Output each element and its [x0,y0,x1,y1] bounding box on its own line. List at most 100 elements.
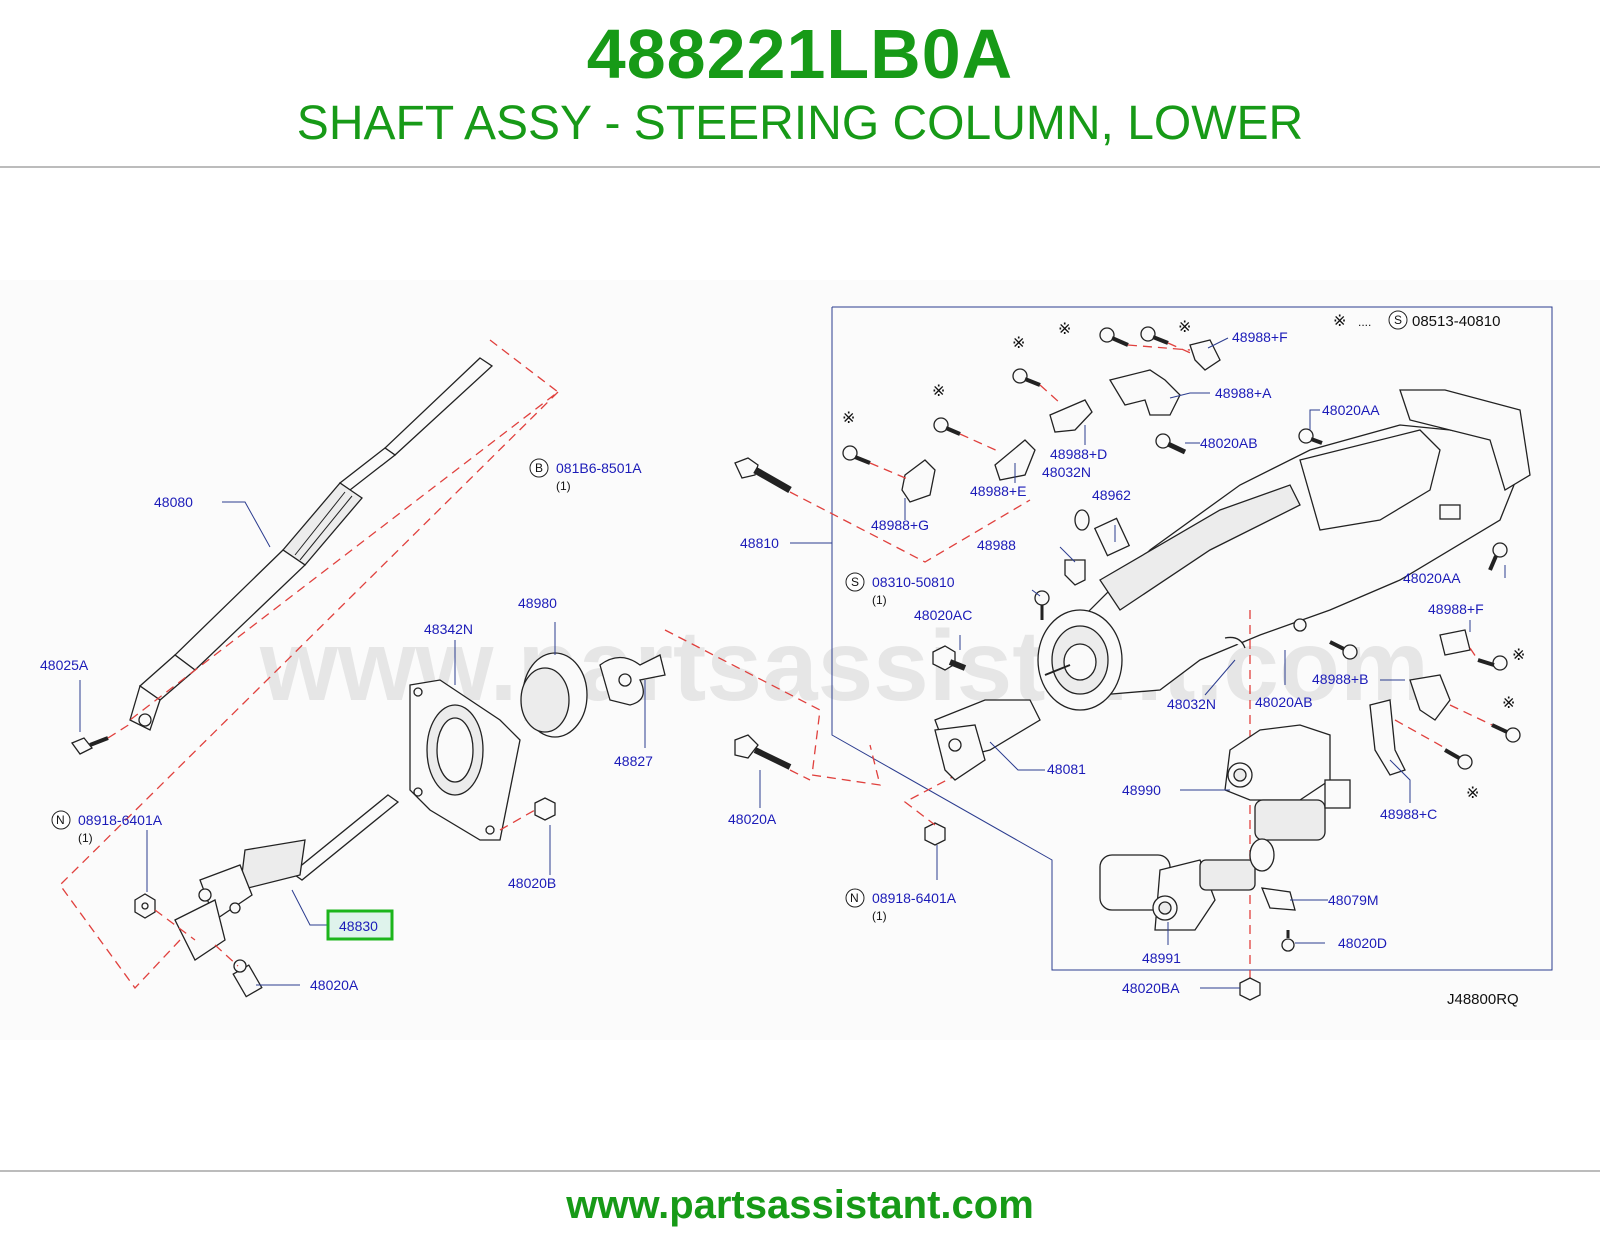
label-48020AB-mid[interactable]: 48020AB [1255,694,1313,710]
legend-part-number: 08513-40810 [1412,313,1500,330]
label-48342N[interactable]: 48342N [424,621,473,637]
lower-shaft-dash-loop [59,391,559,990]
label-08918-6401A-left[interactable]: 08918-6401A [78,812,163,828]
label-48988F-right[interactable]: 48988+F [1428,601,1484,617]
right-brackets [1329,629,1521,776]
label-48020D[interactable]: 48020D [1338,935,1387,951]
label-48988B[interactable]: 48988+B [1312,671,1368,687]
label-48962[interactable]: 48962 [1092,487,1131,503]
label-48810[interactable]: 48810 [740,535,779,551]
star-icon: ※ [1012,333,1025,352]
label-48032N-mid[interactable]: 48032N [1167,696,1216,712]
seal-housing-48342N [409,679,521,841]
circle-letter-S: S [851,575,859,589]
exploded-parts-diagram: www.partsassistant.com [0,280,1600,1040]
nut-08918-left [134,893,156,919]
nut-48020BA [1239,977,1261,1001]
label-48988G[interactable]: 48988+G [871,517,929,533]
nut-48020B [534,797,556,821]
label-48988A[interactable]: 48988+A [1215,385,1272,401]
label-48025A[interactable]: 48025A [40,657,89,673]
bolt-081B6 [734,457,792,494]
label-48830[interactable]: 48830 [339,918,378,934]
label-48020AA-right[interactable]: 48020AA [1403,570,1461,586]
star-icon: ※ [1178,317,1191,336]
top-brackets [901,339,1221,503]
label-48079M[interactable]: 48079M [1328,892,1379,908]
upper-shaft-48080 [129,357,494,731]
nut-08918-mid [924,822,946,846]
star-icon: ※ [932,381,945,400]
qty-081B6: (1) [556,479,571,493]
label-48990[interactable]: 48990 [1122,782,1161,798]
leader-lines [79,337,1506,989]
right-dashes [1394,647,1493,749]
circle-letter-B: B [535,461,543,475]
qty-08918-mid: (1) [872,909,887,923]
header-divider [0,166,1600,168]
label-08918-6401A-mid[interactable]: 08918-6401A [872,890,957,906]
diagram-background [0,280,1600,1040]
bracket-48988 [1064,559,1086,586]
bolt-48020AC [932,645,967,671]
label-08310-50810[interactable]: 08310-50810 [872,574,955,590]
bracket-48079M [1260,887,1296,911]
label-48081[interactable]: 48081 [1047,761,1086,777]
label-48020AB-top[interactable]: 48020AB [1200,435,1258,451]
top-dashes [869,342,1196,481]
label-48020AC[interactable]: 48020AC [914,607,972,623]
star-icon: ※ [1502,693,1515,712]
legend: ※ .... S 08513-40810 [1333,310,1500,330]
steering-column-body [1037,389,1531,711]
diagram-code: J48800RQ [1447,991,1519,1008]
qty-08918-left: (1) [78,831,93,845]
bolt-48025A [70,736,109,755]
top-bolts [842,326,1508,571]
label-48980[interactable]: 48980 [518,595,557,611]
label-48020AA-top[interactable]: 48020AA [1322,402,1380,418]
label-48991[interactable]: 48991 [1142,950,1181,966]
highlight-box-48830[interactable] [326,909,394,941]
part-name-subtitle: SHAFT ASSY - STEERING COLUMN, LOWER [296,97,1304,150]
footer-website-link[interactable]: www.partsassistant.com [566,1183,1034,1227]
label-081B6-8501A[interactable]: 081B6-8501A [556,460,642,476]
column-assembly-frame [831,306,1553,971]
label-48988C[interactable]: 48988+C [1380,806,1437,822]
circled-references: B 081B6-8501A (1) S 08310-50810 (1) N 08… [51,458,957,923]
bolt-48020A-mid [734,734,792,770]
label-48020B[interactable]: 48020B [508,875,556,891]
label-48020A-bottom[interactable]: 48020A [310,977,359,993]
part-labels: 48080 48025A 48830 48020A 48342N 48980 4… [40,329,1484,996]
label-48032N-top[interactable]: 48032N [1042,464,1091,480]
label-48988D[interactable]: 48988+D [1050,446,1107,462]
legend-dots: .... [1358,315,1371,329]
boot-48980 [520,652,588,738]
collar-48962 [1074,509,1131,557]
bolt-081B6-dash [789,491,1031,563]
lower-shaft-48830 [174,794,400,961]
bolt-mid-dash [789,769,811,781]
star-icon: ※ [1466,783,1479,802]
label-48988[interactable]: 48988 [977,537,1016,553]
nut-left-dash [154,909,196,941]
bolt-48020A-bottom-dash [214,944,239,967]
label-48080[interactable]: 48080 [154,494,193,510]
star-icon: ※ [842,408,855,427]
label-48827[interactable]: 48827 [614,753,653,769]
bolt-48020D [1281,930,1295,952]
label-48020A-mid[interactable]: 48020A [728,811,777,827]
part-number-title: 488221LB0A [586,15,1014,93]
circle-letter-N-left: N [56,813,65,827]
star-markers: ※ ※ ※ ※ ※ ※ ※ ※ [842,317,1525,802]
label-48988E[interactable]: 48988+E [970,483,1026,499]
label-48988F-top[interactable]: 48988+F [1232,329,1288,345]
bolt-48020A-bottom [232,959,263,998]
circle-letter-N-mid: N [850,891,859,905]
joint-48081 [934,699,1041,781]
clip-to-column-dash [664,629,881,786]
motor-48991 [1099,838,1275,931]
ring-48032N-mid [1224,636,1246,649]
label-48020BA[interactable]: 48020BA [1122,980,1180,996]
legend-star-icon: ※ [1333,311,1346,330]
star-icon: ※ [1512,645,1525,664]
